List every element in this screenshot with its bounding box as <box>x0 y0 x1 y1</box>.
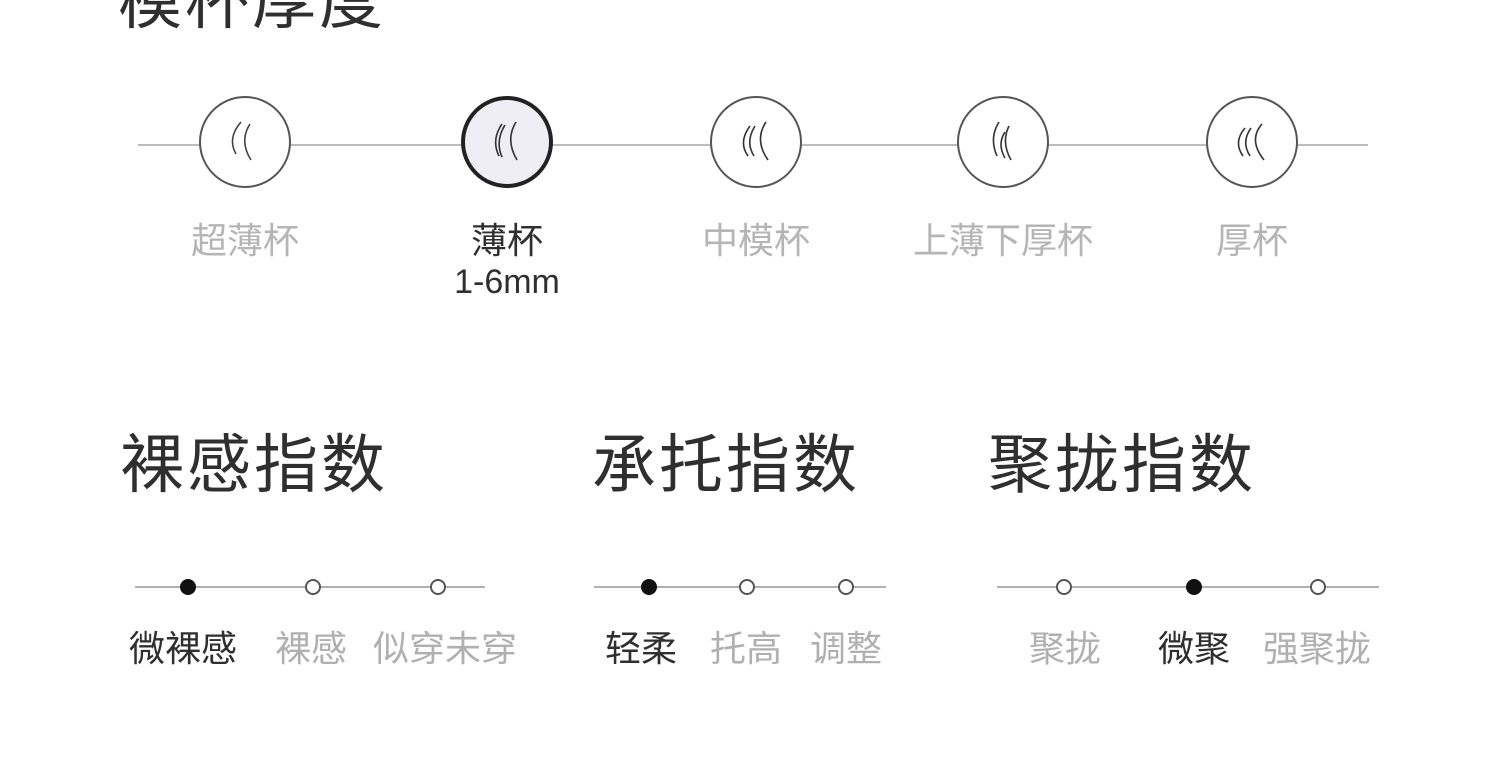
nakedness-dot-0[interactable] <box>180 579 196 595</box>
nakedness-dot-1[interactable] <box>305 579 321 595</box>
thickness-range: 1-6mm <box>454 263 560 301</box>
thickness-circle <box>710 96 802 188</box>
support-option-1[interactable]: 托高 <box>709 629 783 670</box>
nakedness-dot-2[interactable] <box>430 579 446 595</box>
medium-curve-icon <box>742 121 769 161</box>
thickness-label: 超薄杯 <box>190 221 299 262</box>
thick-curve-icon <box>1237 123 1265 161</box>
support-option-2[interactable]: 调整 <box>809 629 883 670</box>
pushup-dot-1[interactable] <box>1186 579 1202 595</box>
thickness-option-ultra-thin[interactable]: 超薄杯 <box>125 96 365 262</box>
support-dot-1[interactable] <box>739 579 755 595</box>
pushup-dot-2[interactable] <box>1310 579 1326 595</box>
pushup-dot-0[interactable] <box>1056 579 1072 595</box>
thickness-option-tapered[interactable]: 上薄下厚杯 <box>883 96 1123 262</box>
thickness-label: 薄杯 <box>470 221 543 262</box>
thin-curve-icon <box>231 121 252 161</box>
thickness-option-medium[interactable]: 中模杯 <box>636 96 876 262</box>
thickness-label: 厚杯 <box>1215 221 1288 262</box>
pushup-index-title: 聚拢指数 <box>988 429 1256 503</box>
tapered-curve-icon <box>992 121 1012 161</box>
pushup-option-0[interactable]: 聚拢 <box>1028 629 1102 670</box>
thickness-option-thin[interactable]: 薄杯 1-6mm <box>387 96 627 302</box>
nakedness-option-1[interactable]: 裸感 <box>274 629 348 670</box>
pushup-option-2[interactable]: 强聚拢 <box>1262 629 1372 670</box>
support-option-0[interactable]: 轻柔 <box>604 629 678 670</box>
thickness-option-thick[interactable]: 厚杯 <box>1132 96 1372 262</box>
thickness-section-title: 模杯厚度 <box>118 0 386 39</box>
thickness-circle <box>957 96 1049 188</box>
thickness-circle <box>199 96 291 188</box>
thickness-circle-selected <box>461 96 553 188</box>
thickness-circle <box>1206 96 1298 188</box>
nakedness-index-title: 裸感指数 <box>120 429 388 503</box>
nakedness-option-0[interactable]: 微裸感 <box>128 629 238 670</box>
thickness-label: 中模杯 <box>701 221 810 262</box>
thickness-label: 上薄下厚杯 <box>912 221 1093 262</box>
nakedness-option-2[interactable]: 似穿未穿 <box>372 629 518 670</box>
pushup-option-1[interactable]: 微聚 <box>1157 629 1231 670</box>
support-dot-0[interactable] <box>641 579 657 595</box>
thin-curve-icon <box>494 121 518 161</box>
support-index-title: 承托指数 <box>592 429 860 503</box>
support-dot-2[interactable] <box>838 579 854 595</box>
